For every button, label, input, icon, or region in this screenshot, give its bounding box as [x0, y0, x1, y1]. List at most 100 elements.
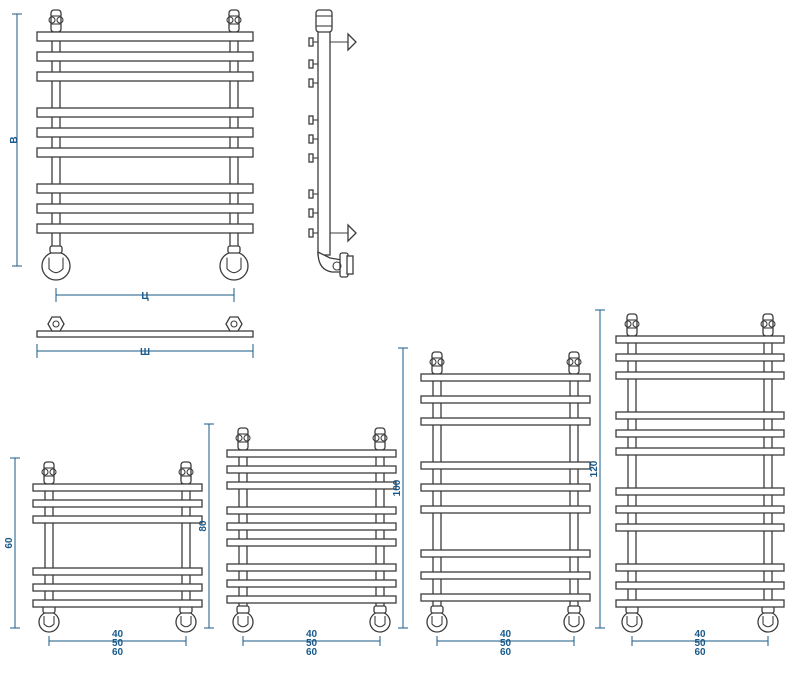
rail-bar [36, 127, 254, 138]
rail-bar [615, 371, 785, 380]
valve-icon [41, 251, 71, 281]
height-dimension: В [9, 13, 22, 267]
bar-stub [308, 59, 314, 69]
rail-bar [420, 483, 591, 492]
variant-height-dimension: 100 [392, 347, 408, 629]
top-view [36, 316, 254, 338]
rail-bar [420, 505, 591, 514]
pole-cap [762, 313, 774, 337]
rail-bar [420, 395, 591, 404]
variant-rail [226, 427, 397, 633]
rail-bar [615, 505, 785, 514]
rail-bar [226, 465, 397, 474]
bar-stub [308, 37, 314, 47]
rail-bar [226, 579, 397, 588]
rail-bar [615, 523, 785, 532]
side-view [308, 9, 357, 278]
variant-width-label: 60 [306, 647, 318, 658]
pole-cap [237, 427, 249, 451]
valve-icon [175, 611, 197, 633]
variant-height-label: 80 [198, 520, 209, 532]
valve-icon [232, 611, 254, 633]
pole-cap [626, 313, 638, 337]
bar-stub [308, 208, 314, 218]
rail-bar [226, 563, 397, 572]
rail-bar [226, 595, 397, 604]
variant-width-label: 60 [694, 647, 706, 658]
variant-rail [420, 351, 591, 633]
variant-height-label: 100 [392, 479, 403, 496]
pole-cap [374, 427, 386, 451]
rail-bar [615, 581, 785, 590]
variant-rail [615, 313, 785, 633]
rail-bar [420, 373, 591, 382]
width-dimension-label: Ш [140, 347, 150, 358]
variant-width-label: 50 [112, 638, 124, 649]
bar-stub [308, 153, 314, 163]
rail-bar [420, 593, 591, 602]
valve-icon [219, 251, 249, 281]
rail-bar [420, 549, 591, 558]
rail-bar [615, 599, 785, 608]
center-distance-dimension: Ц [55, 288, 235, 302]
rail-bar [226, 449, 397, 458]
pole-cap [228, 9, 240, 33]
rail-bar [615, 429, 785, 438]
valve-icon [38, 611, 60, 633]
variant-width-label: 50 [694, 638, 706, 649]
pole-cap [431, 351, 443, 375]
rail-bar [615, 353, 785, 362]
rail-bar [32, 483, 203, 492]
height-dimension-label: В [9, 136, 20, 143]
variant-width-label: 50 [500, 638, 512, 649]
rail-bar [226, 481, 397, 490]
rail-bar [226, 522, 397, 531]
variant-height-dimension: 120 [589, 309, 605, 629]
valve-icon [563, 611, 585, 633]
variant-width-label: 40 [112, 629, 124, 640]
rail-bar [36, 31, 254, 42]
valve-icon [621, 611, 643, 633]
rail-bar [36, 223, 254, 234]
rail-bar [36, 51, 254, 62]
variant-width-label: 40 [500, 629, 512, 640]
variant-height-label: 120 [589, 460, 600, 477]
center-distance-dimension-label: Ц [141, 291, 149, 302]
variant-width-label: 60 [500, 647, 512, 658]
variant-width-label: 40 [306, 629, 318, 640]
rail-bar [226, 506, 397, 515]
bar-stub [308, 228, 314, 238]
width-dimension: Ш [36, 344, 254, 358]
valve-icon [369, 611, 391, 633]
variant-height-dimension: 60 [4, 457, 20, 629]
rail-bar [32, 583, 203, 592]
valve-icon [757, 611, 779, 633]
rail-bar [36, 147, 254, 158]
bar-stub [308, 134, 314, 144]
bar-stub [308, 189, 314, 199]
rail-bar [32, 515, 203, 524]
left-nut-icon [47, 316, 65, 332]
rail-bar [32, 599, 203, 608]
variant-width-label: 50 [306, 638, 318, 649]
rail-bar [420, 417, 591, 426]
rail-bar [36, 183, 254, 194]
pole-cap [180, 461, 192, 485]
pole-cap [50, 9, 62, 33]
pole-cap [568, 351, 580, 375]
bar-stub [308, 115, 314, 125]
rail-bar [615, 563, 785, 572]
variant-width-label: 40 [694, 629, 706, 640]
rail-bar [226, 538, 397, 547]
rail-bar [615, 335, 785, 344]
variant-height-dimension: 80 [198, 423, 214, 629]
rail-bar [36, 203, 254, 214]
rail-bar [615, 411, 785, 420]
pole-cap [43, 461, 55, 485]
variant-width-label: 60 [112, 647, 124, 658]
